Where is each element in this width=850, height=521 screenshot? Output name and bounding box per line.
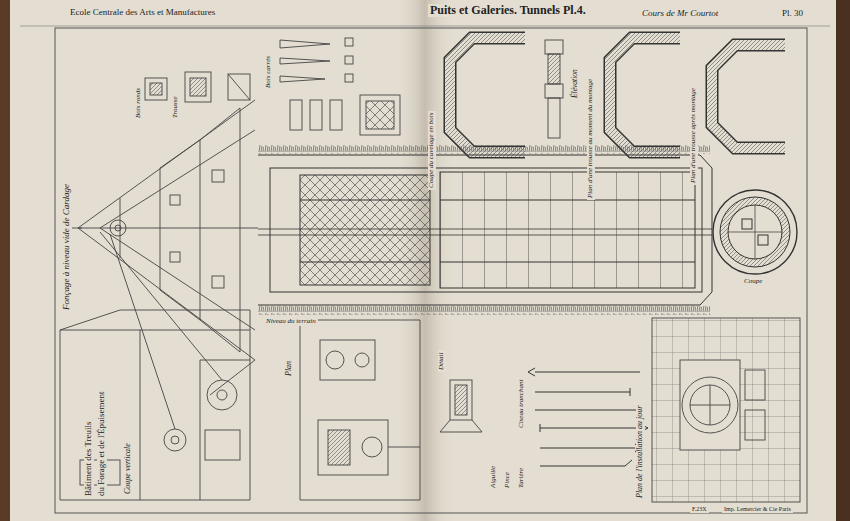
tool-name: Aiguille bbox=[490, 464, 498, 490]
plate-title: Puits et Galeries. Tunnels Pl.4. bbox=[428, 4, 588, 17]
view-label: Plan de l'installation au jour bbox=[636, 404, 645, 500]
level-note: Niveau du terrain bbox=[264, 318, 318, 326]
plate-code: F.23X bbox=[690, 506, 709, 513]
plate-number: Pl. 30 bbox=[780, 9, 805, 19]
part-name: Bois ronds bbox=[135, 86, 143, 120]
part-name: Bois carrés bbox=[265, 54, 273, 90]
tool-name: Tarière bbox=[518, 466, 526, 490]
view-label: Coupe verticale bbox=[124, 441, 133, 496]
part-name: Trousse bbox=[172, 94, 180, 120]
view-label: Coupe du cuvelage en bois bbox=[428, 111, 436, 190]
course-header: Cours de Mr Courtot bbox=[640, 9, 720, 19]
view-label: Élévation bbox=[571, 67, 579, 100]
figure-title: Bâtiment des Treuils bbox=[84, 419, 94, 498]
view-label: Coupe bbox=[742, 278, 764, 286]
figure-title: du Forage et de l'Épuisement bbox=[97, 389, 107, 498]
view-label: Plan d'une trousse au moment du montage bbox=[587, 77, 595, 200]
view-label: Plan bbox=[285, 359, 294, 378]
figure-title: Fonçage à niveau vide de Cardage bbox=[62, 182, 72, 312]
view-label: Plan d'une trousse après montage bbox=[690, 86, 698, 185]
printer-note: Imp. Lemercier & Cie Paris bbox=[722, 506, 793, 513]
tool-name: Ciseau tranchant bbox=[518, 378, 526, 430]
tool-name: Pince bbox=[504, 470, 512, 490]
view-label: Détail bbox=[438, 351, 446, 373]
school-header: Ecole Centrale des Arts et Manufactures bbox=[68, 8, 217, 18]
